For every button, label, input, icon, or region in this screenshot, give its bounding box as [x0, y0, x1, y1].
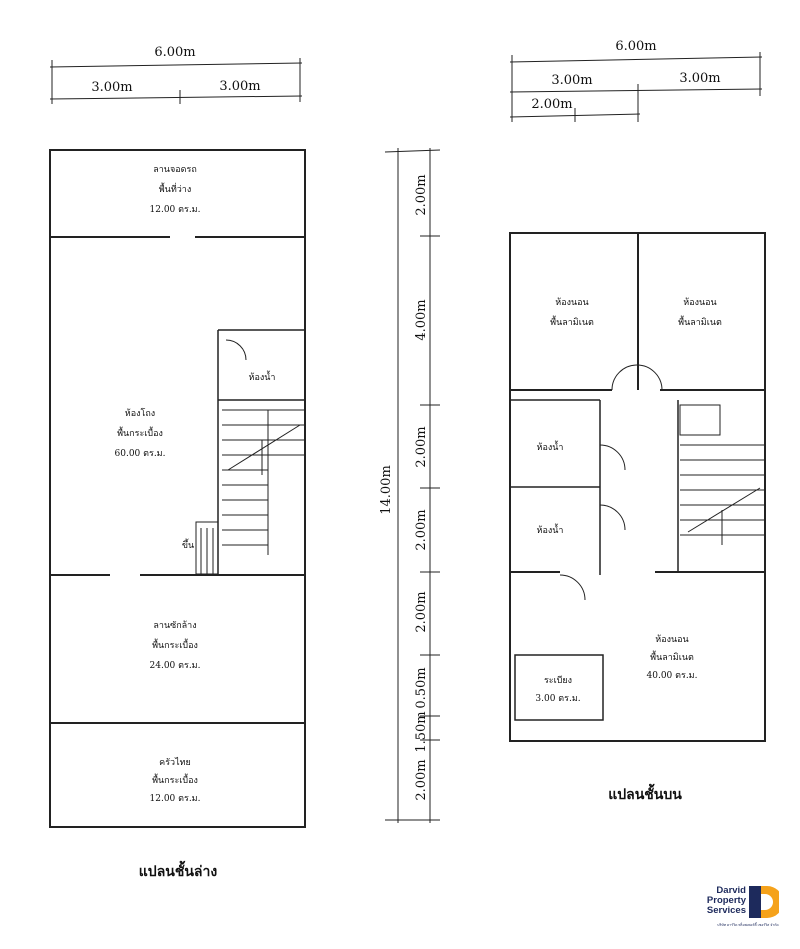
segment-label-5: 2.00m [414, 591, 429, 632]
right-dimensions [509, 52, 763, 122]
ground-floor-caption: แปลนชั้นล่าง [139, 860, 218, 880]
logo-line-2: Property [706, 895, 746, 906]
segment-label-6: 0.50m [414, 667, 429, 708]
logo-mark-icon [749, 884, 783, 920]
front-yard-label-2: พื้นที่ว่าง [159, 182, 192, 195]
bedroom-1-label-1: ห้องนอน [555, 297, 588, 308]
left-dimensions [49, 58, 303, 104]
upper-left-half-label: 3.00m [551, 73, 592, 88]
segment-label-4: 2.00m [414, 509, 429, 550]
kitchen-area: 24.00 ตร.ม. [150, 661, 201, 671]
upper-total-width-label: 6.00m [615, 39, 656, 54]
total-length-label: 14.00m [379, 465, 394, 515]
master-bedroom-label-1: ห้องนอน [655, 634, 688, 645]
master-bedroom-label-2: พื้นลามิเนต [650, 650, 694, 663]
bedroom-2-label-2: พื้นลามิเนต [678, 315, 722, 328]
company-logo: Darvid Property Services บริษัท ดาร์วิด … [702, 884, 794, 932]
upper-right-half-label: 3.00m [679, 71, 720, 86]
stair-up-label: ขึ้น [182, 538, 194, 551]
ground-bath-label: ห้องน้ำ [249, 370, 276, 383]
back-area-label-1: ครัวไทย [159, 757, 191, 768]
back-area-area: 12.00 ตร.ม. [150, 794, 201, 804]
kitchen-label-2: พื้นกระเบื้อง [152, 638, 198, 651]
upper-floor-plan [509, 232, 766, 742]
master-bedroom-area: 40.00 ตร.ม. [647, 671, 698, 681]
left-half-width-label: 3.00m [91, 80, 132, 95]
left-total-width-label: 6.00m [154, 45, 195, 60]
kitchen-label-1: ลานซักล้าง [153, 620, 196, 631]
ground-floor-plan [49, 149, 306, 828]
segment-label-1: 2.00m [414, 174, 429, 215]
logo-text: Darvid Property Services [702, 886, 746, 916]
living-room-label-1: ห้องโถง [125, 408, 155, 419]
front-yard-area: 12.00 ตร.ม. [150, 205, 201, 215]
upper-bath-1-label: ห้องน้ำ [537, 440, 564, 453]
front-yard-label-1: ลานจอดรถ [153, 165, 197, 175]
living-room-area: 60.00 ตร.ม. [115, 449, 166, 459]
logo-line-1: Darvid [716, 885, 746, 896]
back-area-label-2: พื้นกระเบื้อง [152, 773, 198, 786]
vertical-dimensions [384, 148, 441, 823]
right-half-width-label: 3.00m [219, 79, 260, 94]
upper-bath-2-label: ห้องน้ำ [537, 523, 564, 536]
balcony-area: 3.00 ตร.ม. [535, 694, 580, 704]
segment-label-7: 1.50m [414, 711, 429, 752]
segment-label-8: 2.00m [414, 759, 429, 800]
segment-label-3: 2.00m [414, 426, 429, 467]
bedroom-1-label-2: พื้นลามิเนต [550, 315, 594, 328]
segment-label-2: 4.00m [414, 299, 429, 340]
upper-floor-caption: แปลนชั้นบน [608, 783, 682, 803]
logo-line-3: Services [706, 905, 746, 916]
bedroom-2-label-1: ห้องนอน [683, 297, 716, 308]
living-room-label-2: พื้นกระเบื้อง [117, 426, 163, 439]
logo-tagline: บริษัท ดาร์วิด พร็อพเพอร์ตี้ เซอร์วิส จำ… [717, 923, 779, 927]
balcony-label: ระเบียง [544, 675, 572, 686]
upper-sub-width-label: 2.00m [531, 97, 572, 112]
